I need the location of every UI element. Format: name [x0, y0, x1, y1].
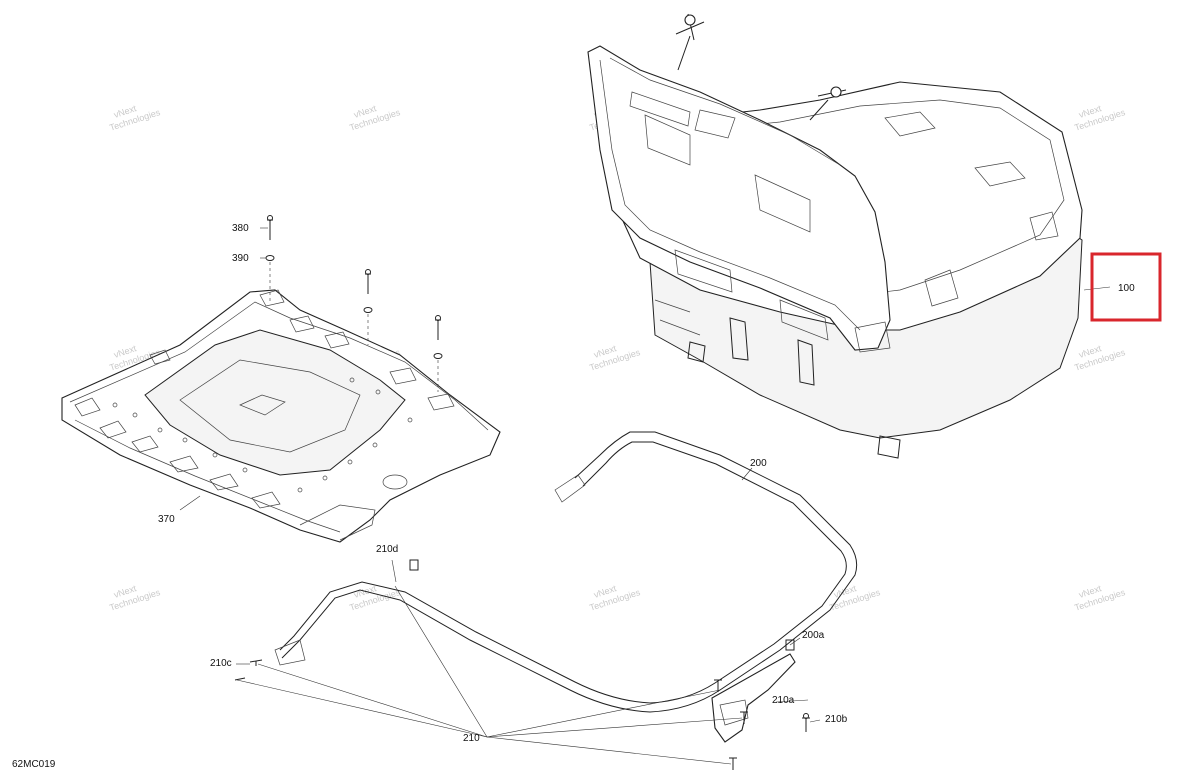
part-210d-nut[interactable] [409, 559, 419, 571]
part-380-bolt-2[interactable] [363, 269, 373, 346]
highlight-box [1090, 252, 1162, 322]
callout-210a[interactable]: 210a [772, 695, 795, 706]
callout-100[interactable]: 100 [1118, 283, 1135, 294]
part-210b-screw[interactable] [802, 713, 810, 733]
part-380-bolt[interactable] [267, 215, 273, 241]
callout-390[interactable]: 390 [232, 253, 249, 264]
part-380-bolt-3[interactable] [433, 315, 443, 393]
part-210c-screw[interactable] [234, 659, 263, 681]
callout-210d[interactable]: 210d [376, 544, 398, 555]
leader-lines [179, 227, 1111, 765]
part-210a-bracket[interactable] [711, 653, 796, 743]
part-390-washer[interactable] [265, 255, 275, 261]
part-200a-nut[interactable] [785, 639, 795, 651]
callout-210c[interactable]: 210c [210, 658, 232, 669]
callout-200a[interactable]: 200a [802, 630, 825, 641]
callout-380[interactable]: 380 [232, 223, 249, 234]
part-210-screw[interactable] [714, 679, 748, 770]
part-100-cargo-box[interactable] [587, 13, 1083, 459]
diagram-code: 62MC019 [12, 759, 56, 770]
callout-370[interactable]: 370 [158, 514, 175, 525]
callout-200[interactable]: 200 [750, 458, 767, 469]
part-370-rack-plate[interactable] [61, 289, 501, 543]
callout-210[interactable]: 210 [463, 733, 480, 744]
callout-210b[interactable]: 210b [825, 714, 848, 725]
